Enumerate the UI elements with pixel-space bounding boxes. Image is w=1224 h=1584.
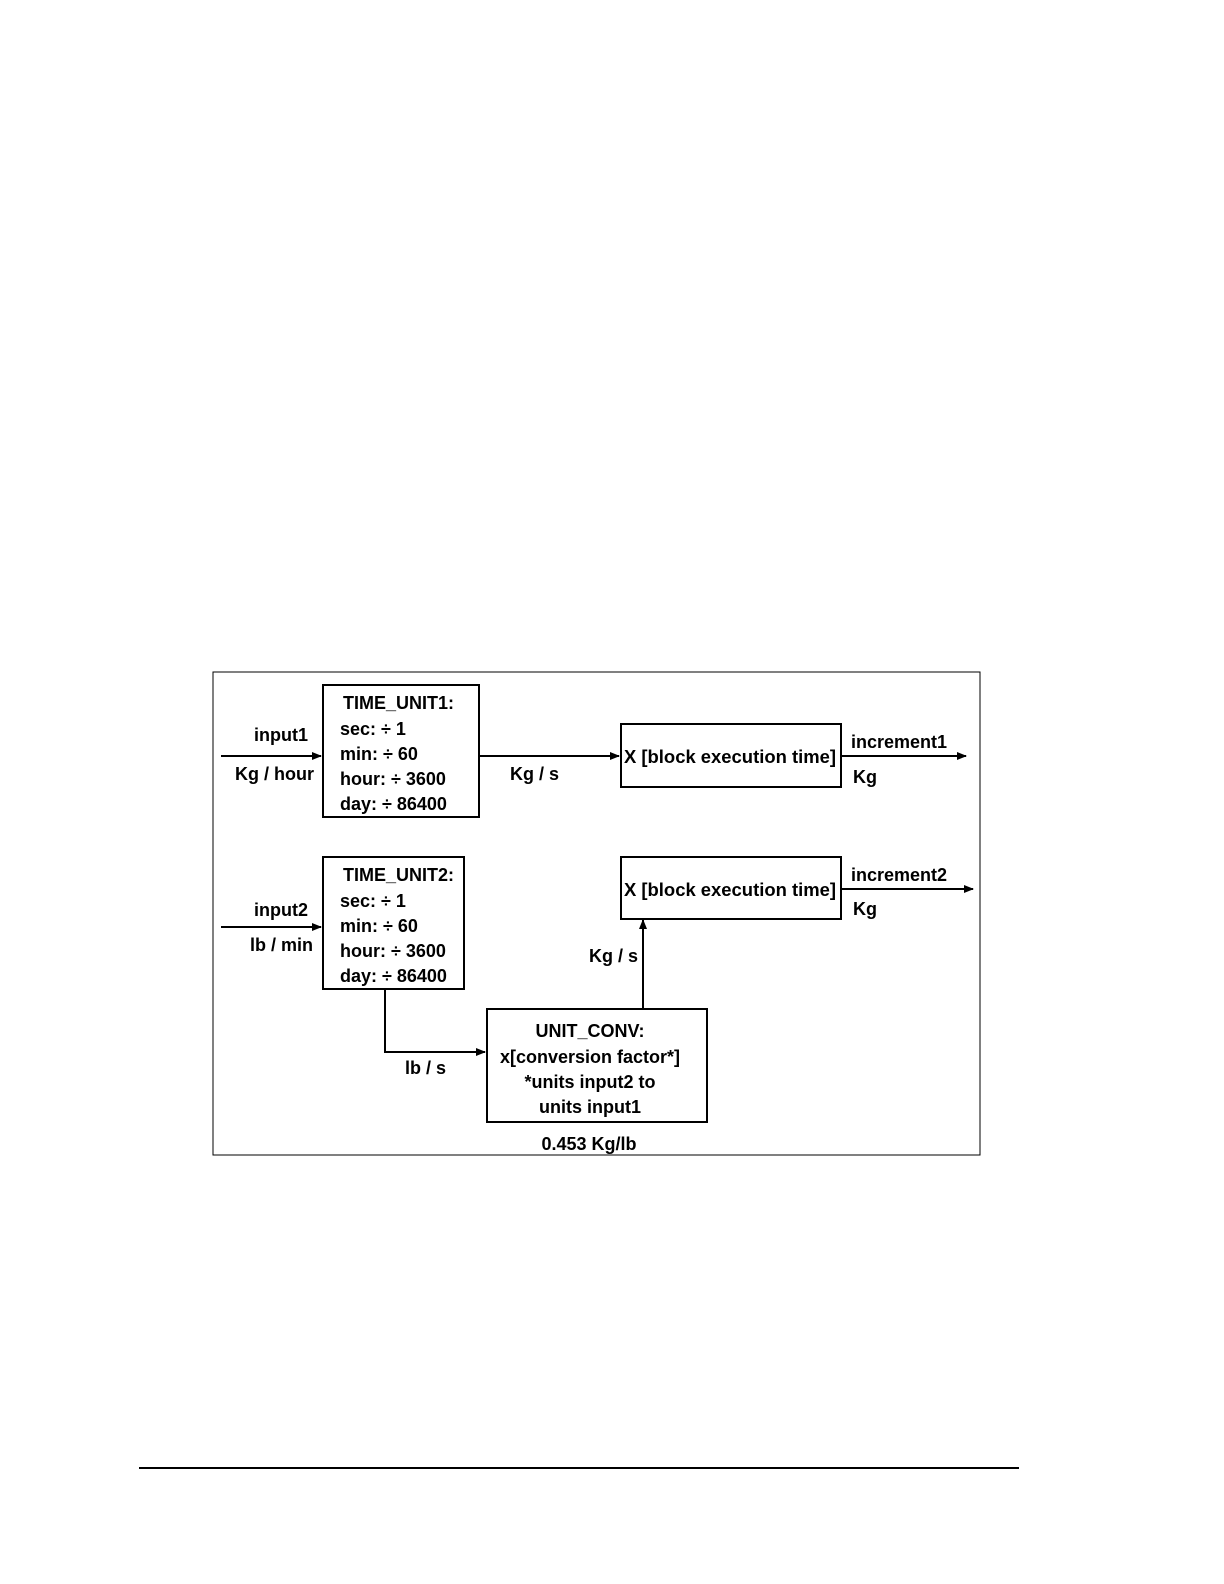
output1-unit: Kg <box>853 767 877 787</box>
signal1-label: Kg / s <box>510 764 559 784</box>
input1-label: input1 <box>254 725 308 745</box>
exec-block2: X [block execution time] <box>620 856 842 920</box>
diagram-frame <box>212 671 981 1156</box>
unit-conv-title: UNIT_CONV: <box>535 1021 644 1041</box>
time-unit1-block: TIME_UNIT1: sec: ÷ 1 min: ÷ 60 hour: ÷ 3… <box>322 684 480 818</box>
unit-conv-line1: x[conversion factor*] <box>500 1047 680 1067</box>
time-unit1-sec: sec: ÷ 1 <box>340 719 406 739</box>
output1-label: increment1 <box>851 732 947 752</box>
input1-unit: Kg / hour <box>235 764 314 784</box>
signal-kg2-label: Kg / s <box>589 946 638 966</box>
time-unit2-day: day: ÷ 86400 <box>340 966 447 986</box>
footer-rule <box>139 1467 1019 1469</box>
input2-label: input2 <box>254 900 308 920</box>
exec-block2-label: X [block execution time] <box>624 880 836 900</box>
exec-block1: X [block execution time] <box>620 723 842 788</box>
time-unit1-day: day: ÷ 86400 <box>340 794 447 814</box>
time-unit1-title: TIME_UNIT1: <box>343 693 454 713</box>
output2-unit: Kg <box>853 899 877 919</box>
unit-conv-line2: *units input2 to <box>525 1072 656 1092</box>
exec-block1-label: X [block execution time] <box>624 747 836 767</box>
unit-conv-block: UNIT_CONV: x[conversion factor*] *units … <box>486 1008 708 1123</box>
signal-lb-arrow <box>384 989 486 1056</box>
output2-label: increment2 <box>851 865 947 885</box>
time-unit2-hour: hour: ÷ 3600 <box>340 941 446 961</box>
time-unit2-title: TIME_UNIT2: <box>343 865 454 885</box>
time-unit2-sec: sec: ÷ 1 <box>340 891 406 911</box>
time-unit1-hour: hour: ÷ 3600 <box>340 769 446 789</box>
time-unit1-min: min: ÷ 60 <box>340 744 418 764</box>
signal-lb-label: lb / s <box>405 1058 446 1078</box>
time-unit2-block: TIME_UNIT2: sec: ÷ 1 min: ÷ 60 hour: ÷ 3… <box>322 856 465 990</box>
conversion-factor-label: 0.453 Kg/lb <box>541 1134 636 1154</box>
input2-unit: lb / min <box>250 935 313 955</box>
unit-conv-line3: units input1 <box>539 1097 641 1117</box>
time-unit2-min: min: ÷ 60 <box>340 916 418 936</box>
